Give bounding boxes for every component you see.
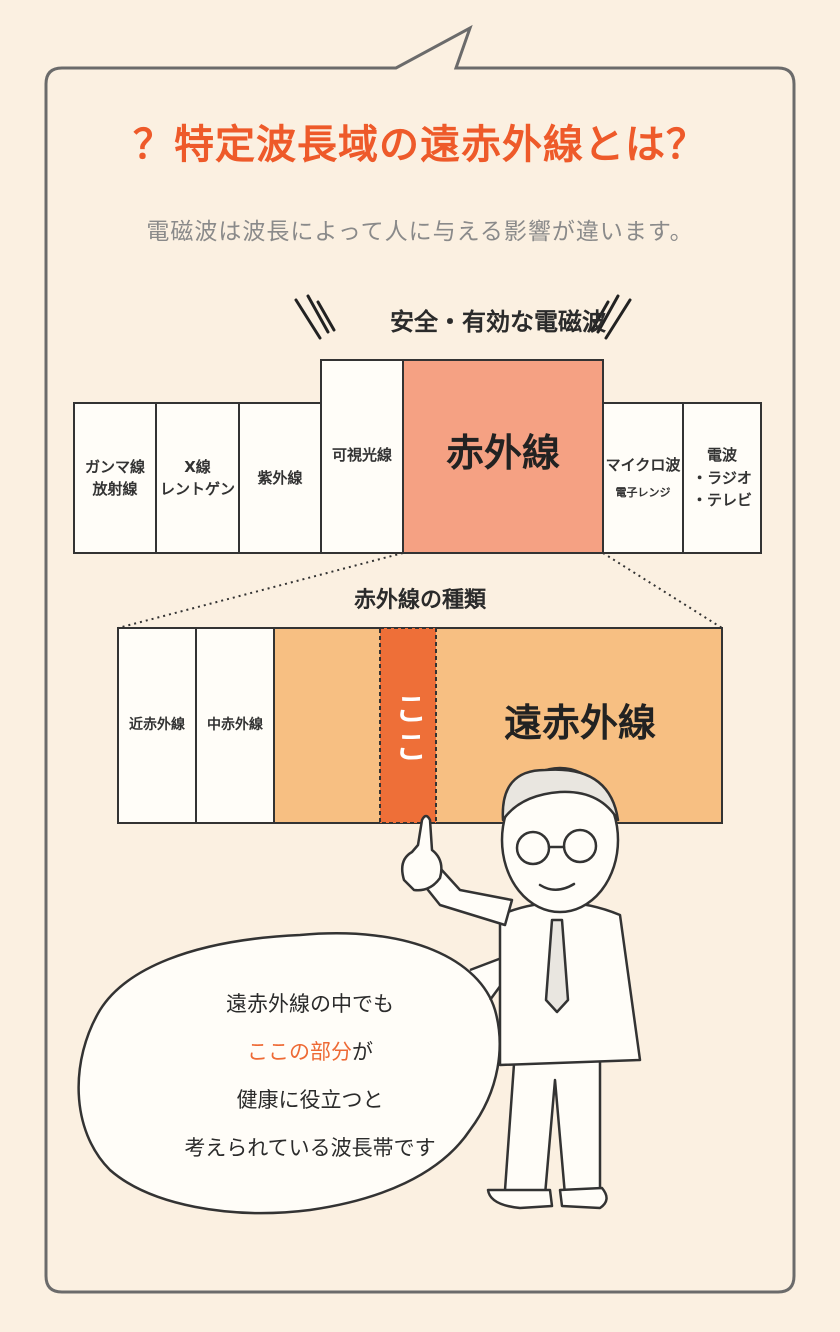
- band-label-visible: 可視光線: [331, 445, 392, 464]
- spectrum-boxes: [73, 359, 762, 554]
- band-label-uv: 紫外線: [257, 468, 303, 487]
- band-label-microwave-sub: 電子レンジ: [615, 485, 671, 499]
- here-band: [379, 627, 437, 824]
- here-label: ここ: [390, 692, 428, 768]
- band-label-gamma: ガンマ線 放射線: [84, 457, 145, 499]
- band-label-radio: 電波 ・ラジオ ・テレビ: [691, 446, 752, 510]
- man-hand: [401, 814, 443, 892]
- page-subtitle: 電磁波は波長によって人に与える影響が違います。: [146, 219, 694, 245]
- speech-line-4: 考えられている波長帯です: [184, 1136, 436, 1160]
- band-label-microwave: マイクロ波: [605, 455, 681, 474]
- safe-em-label: 安全・有効な電磁波: [390, 308, 606, 336]
- zoom-lines: [117, 552, 723, 629]
- man-shoes: [486, 1186, 608, 1210]
- band-box-infrared: [402, 359, 604, 554]
- band-label-xray: X線 レントゲン: [159, 457, 235, 499]
- man-head: [500, 766, 620, 914]
- band-box-visible: [320, 359, 404, 554]
- emphasis-lines-left: [294, 294, 336, 340]
- speech-highlight: ここの部分: [247, 1040, 352, 1064]
- man-mouth: [538, 882, 576, 891]
- man-hair: [501, 768, 620, 822]
- band-box-uv: [238, 402, 322, 554]
- man-illustration: [401, 766, 642, 1210]
- speech-line-1: 遠赤外線の中でも: [226, 992, 394, 1016]
- mid-ir-box: [195, 627, 275, 824]
- speech-line-2-suffix: が: [352, 1040, 373, 1064]
- speech-line-2: ここの部分が: [110, 1028, 510, 1076]
- ir-type-boxes: [117, 627, 723, 824]
- man-body: [498, 901, 642, 1067]
- emphasis-lines-right: [590, 294, 632, 340]
- band-box-radio: [682, 402, 762, 554]
- near-ir-label: 近赤外線: [129, 717, 185, 733]
- band-label-infrared: 赤外線: [445, 430, 560, 475]
- man-tie: [544, 918, 570, 1014]
- speech-line-3: 健康に役立つと: [236, 1088, 384, 1112]
- near-ir-box: [117, 627, 197, 824]
- ir-types-heading: 赤外線の種類: [353, 588, 486, 613]
- far-ir-label: 遠赤外線: [503, 701, 656, 745]
- far-ir-box: [273, 627, 723, 824]
- mid-ir-label: 中赤外線: [207, 717, 263, 733]
- speech-text: 遠赤外線の中でも ここの部分が 健康に役立つと 考えられている波長帯です: [110, 980, 510, 1172]
- band-box-gamma: [73, 402, 157, 554]
- band-box-microwave: [602, 402, 684, 554]
- page-title: ？特定波長域の遠赤外線とは？: [133, 122, 707, 168]
